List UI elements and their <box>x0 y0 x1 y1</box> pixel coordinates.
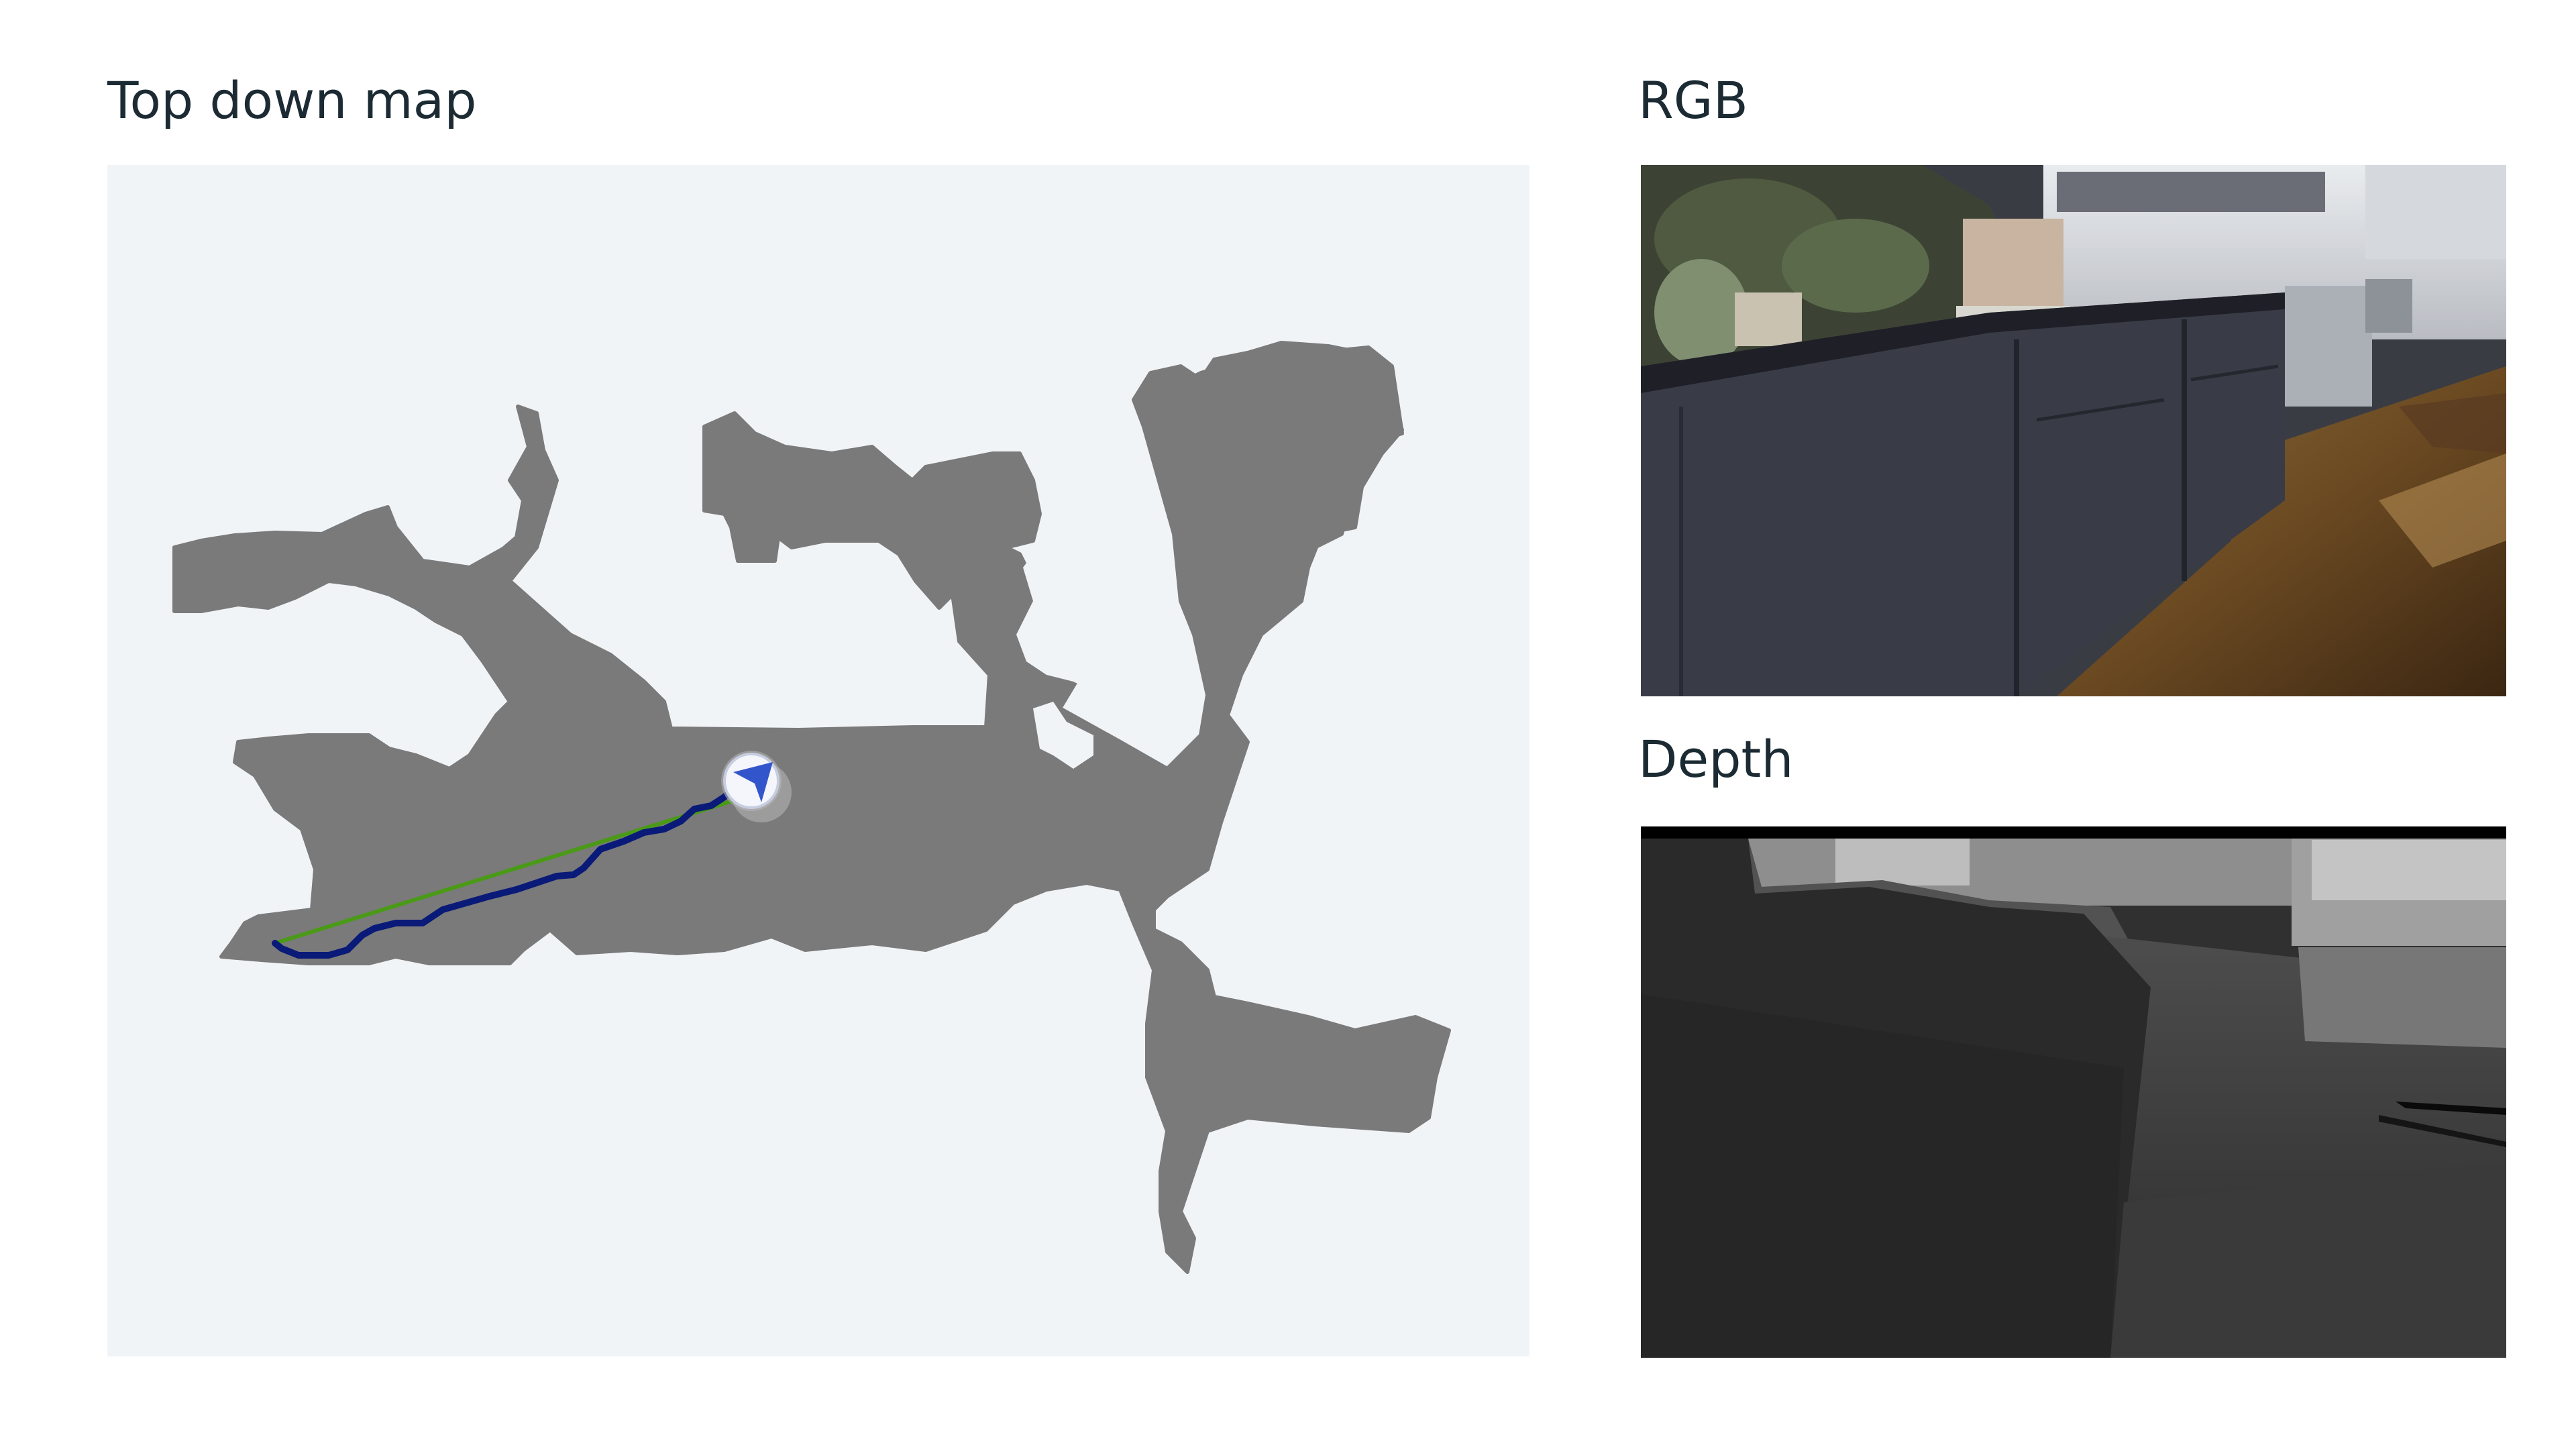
top-down-map <box>107 165 1529 1356</box>
top-down-map-title: Top down map <box>107 70 477 130</box>
navigation-arrow-icon <box>733 762 773 802</box>
agent-marker <box>721 751 792 822</box>
agent-path-line <box>272 784 738 959</box>
rgb-view <box>1641 165 2506 696</box>
depth-title: Depth <box>1638 729 1794 789</box>
obstacle-holes <box>1016 432 1174 769</box>
top-down-map-canvas <box>172 341 1451 1274</box>
shortest-path-line <box>273 798 737 945</box>
navigable-area <box>172 341 1451 1274</box>
depth-image <box>1641 826 2506 1358</box>
rgb-title: RGB <box>1638 70 1748 130</box>
depth-view <box>1641 826 2506 1358</box>
rgb-image <box>1641 165 2506 696</box>
